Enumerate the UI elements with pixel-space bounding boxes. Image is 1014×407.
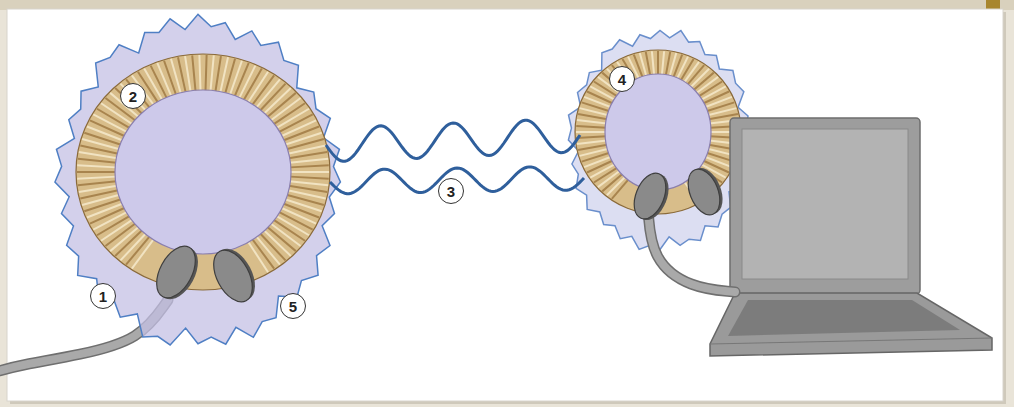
winding [84,199,121,211]
winding [285,199,322,211]
winding [577,140,607,144]
winding [230,61,242,95]
winding [290,177,329,179]
winding [283,126,319,140]
winding [77,171,116,173]
winding [290,165,329,167]
winding [289,181,328,185]
winding [576,126,606,128]
toroid-hole [115,90,291,254]
winding [205,55,206,91]
winding [646,52,650,76]
winding [78,181,117,185]
winding [164,61,176,95]
winding [157,63,171,97]
winding [285,133,322,145]
winding [584,157,611,167]
callout-number: 2 [120,83,146,109]
winding [289,152,327,158]
winding [79,186,117,192]
coil-windings [77,55,329,272]
callout-number: 5 [280,293,306,319]
receiver-cable [648,210,735,292]
winding [199,55,200,91]
laptop-display [742,129,908,279]
winding [210,55,213,91]
winding [82,139,119,149]
winding [192,55,195,91]
winding [705,97,732,107]
winding [703,92,729,104]
toroid-core [76,54,330,290]
coil-terminal [149,240,206,306]
terminal-face [628,169,672,224]
terminal-face [682,165,726,220]
winding [289,159,328,163]
receiver-cable-outline [648,210,735,292]
winding [248,241,268,272]
winding [705,157,732,167]
coil-terminal [682,163,729,219]
coil-terminal [206,242,263,308]
field-wave [326,120,580,161]
terminal-face [149,240,204,304]
laptop-screen [730,118,920,294]
winding [178,57,186,92]
winding [582,102,610,111]
winding [576,131,606,133]
callout-number: 4 [609,66,635,92]
winding [290,171,329,173]
winding [662,51,664,75]
field-halo [55,14,340,345]
laptop-base [710,293,992,356]
winding [77,177,116,179]
winding [77,165,116,167]
winding [640,53,647,76]
callout-number: 3 [438,178,464,204]
winding [120,84,146,111]
winding [78,159,117,163]
laptop-keyboard [728,300,960,336]
winding [584,97,611,107]
winding [652,51,654,75]
winding [215,56,221,92]
winding [225,59,235,94]
winding [587,161,613,173]
terminal-face [206,244,261,308]
winding [87,204,123,218]
winding [286,195,323,205]
winding [578,145,607,150]
laptop-base-edge [710,338,992,344]
field-halo [568,30,751,249]
winding [657,51,659,75]
winding [577,120,607,124]
winding [666,52,670,76]
winding [673,55,682,78]
winding [185,56,191,92]
coil-terminal [628,169,675,225]
panel [7,9,1003,401]
callout-number: 1 [90,283,116,309]
winding [84,133,121,145]
